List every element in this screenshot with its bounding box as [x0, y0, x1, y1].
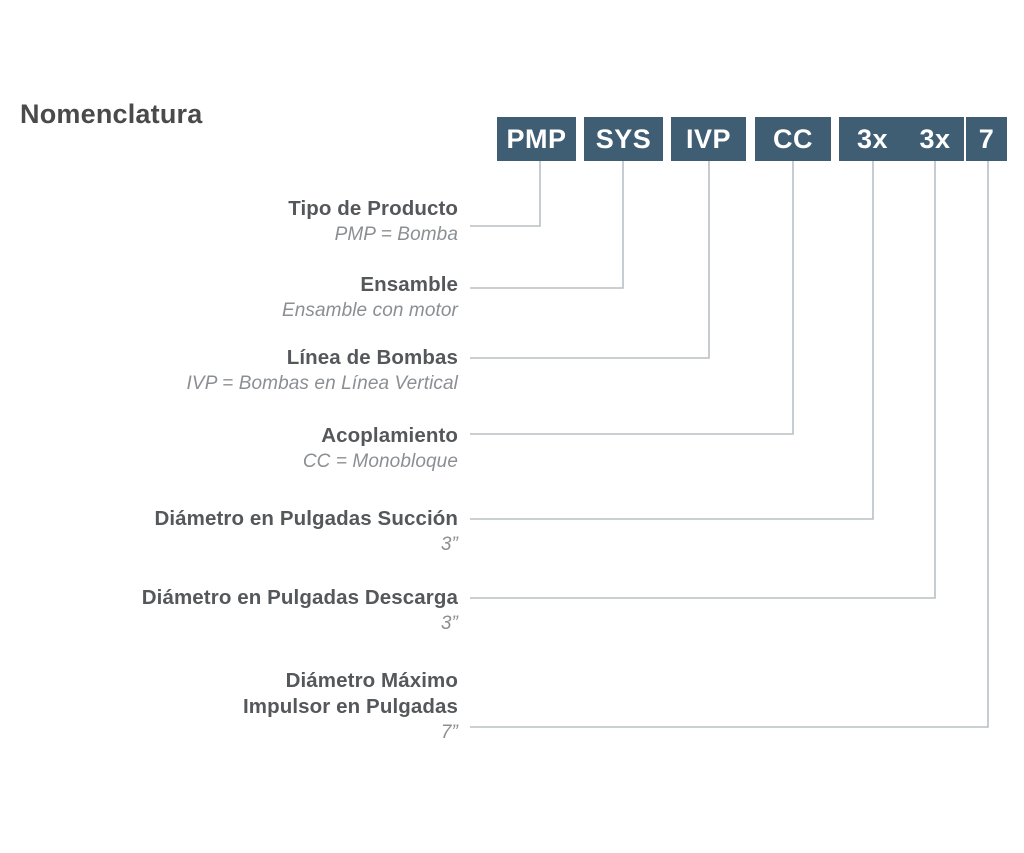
label-main-6: Diámetro Máximo — [285, 669, 458, 692]
code-box-7-6: 7 — [966, 117, 1007, 161]
label-main-1: Ensamble — [360, 273, 458, 296]
label-main-0: Tipo de Producto — [288, 197, 458, 220]
label-main-line2-6: Impulsor en Pulgadas — [242, 695, 458, 718]
label-sub-1: Ensamble con motor — [281, 300, 458, 321]
label-main-3: Acoplamiento — [321, 424, 458, 447]
connector-line-3 — [470, 161, 794, 435]
connector-line-5 — [470, 161, 936, 599]
label-sub-2: IVP = Bombas en Línea Vertical — [186, 373, 458, 394]
label-main-2: Línea de Bombas — [286, 346, 458, 369]
label-main-4: Diámetro en Pulgadas Succión — [154, 507, 458, 530]
label-group-5: Diámetro en Pulgadas Descarga 3” — [142, 585, 458, 637]
code-box-3x-4: 3x — [839, 117, 906, 161]
label-group-4: Diámetro en Pulgadas Succión 3” — [154, 506, 458, 558]
label-sub-6: 7” — [440, 722, 458, 743]
connector-line-1 — [470, 161, 624, 289]
label-group-3: Acoplamiento CC = Monobloque — [303, 423, 458, 475]
code-box-cc-3: CC — [755, 117, 831, 161]
code-box-sys-1: SYS — [584, 117, 663, 161]
connector-line-2 — [470, 161, 710, 359]
code-box-ivp-2: IVP — [671, 117, 746, 161]
code-box-3x-5: 3x — [906, 117, 964, 161]
connector-line-0 — [470, 161, 541, 227]
connector-line-4 — [470, 161, 874, 520]
label-sub-5: 3” — [440, 613, 458, 634]
connector-line-6 — [470, 161, 989, 728]
label-sub-3: CC = Monobloque — [302, 451, 458, 472]
label-sub-0: PMP = Bomba — [334, 224, 458, 245]
label-main-5: Diámetro en Pulgadas Descarga — [141, 586, 458, 609]
code-box-pmp-0: PMP — [497, 117, 576, 161]
page-title: Nomenclatura — [20, 99, 203, 129]
label-sub-4: 3” — [440, 534, 458, 555]
